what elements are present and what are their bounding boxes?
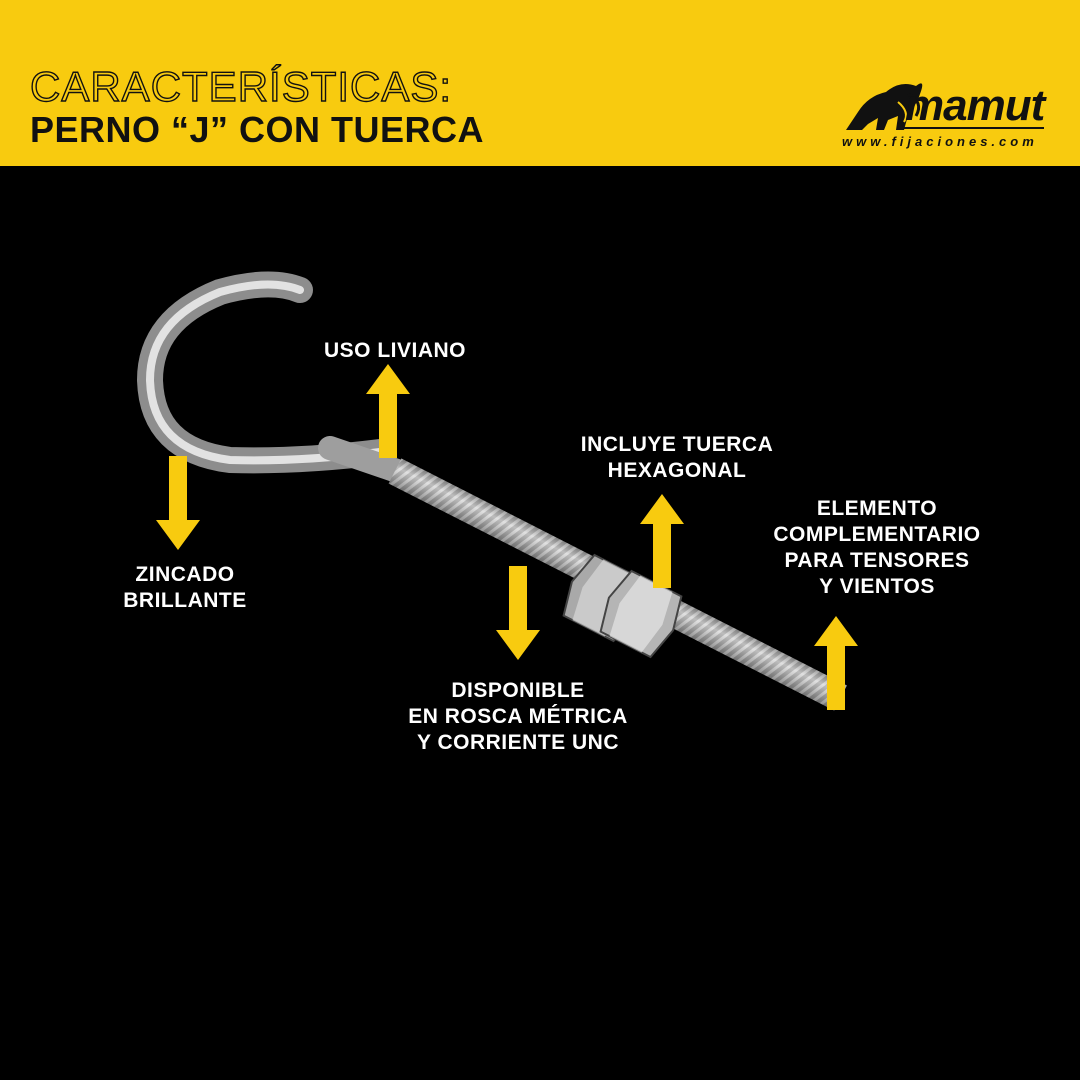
j-bolt-illustration [136, 271, 847, 711]
mammoth-icon [846, 83, 1044, 130]
page-title: CARACTERÍSTICAS: [29, 63, 453, 110]
brand-logo-text: mamut [905, 81, 1045, 130]
feature-label-elemento: ELEMENTO COMPLEMENTARIO PARA TENSORES Y … [773, 497, 981, 598]
brand-url: www.fijaciones.com [842, 134, 1038, 149]
arrow-up-icon [640, 494, 684, 588]
arrow-down-icon [156, 456, 200, 550]
feature-label-zincado: ZINCADO BRILLANTE [123, 563, 247, 612]
header-banner: CARACTERÍSTICAS: PERNO “J” CON TUERCA ma… [0, 0, 1080, 166]
feature-label-tuerca: INCLUYE TUERCA HEXAGONAL [580, 433, 774, 482]
feature-label-disponible: DISPONIBLE EN ROSCA MÉTRICA Y CORRIENTE … [408, 679, 628, 754]
arrow-down-icon [496, 566, 540, 660]
feature-label-uso-liviano: USO LIVIANO [323, 339, 466, 362]
page-subtitle: PERNO “J” CON TUERCA [30, 109, 485, 150]
arrow-up-icon [814, 616, 858, 710]
arrow-up-icon [366, 364, 410, 458]
